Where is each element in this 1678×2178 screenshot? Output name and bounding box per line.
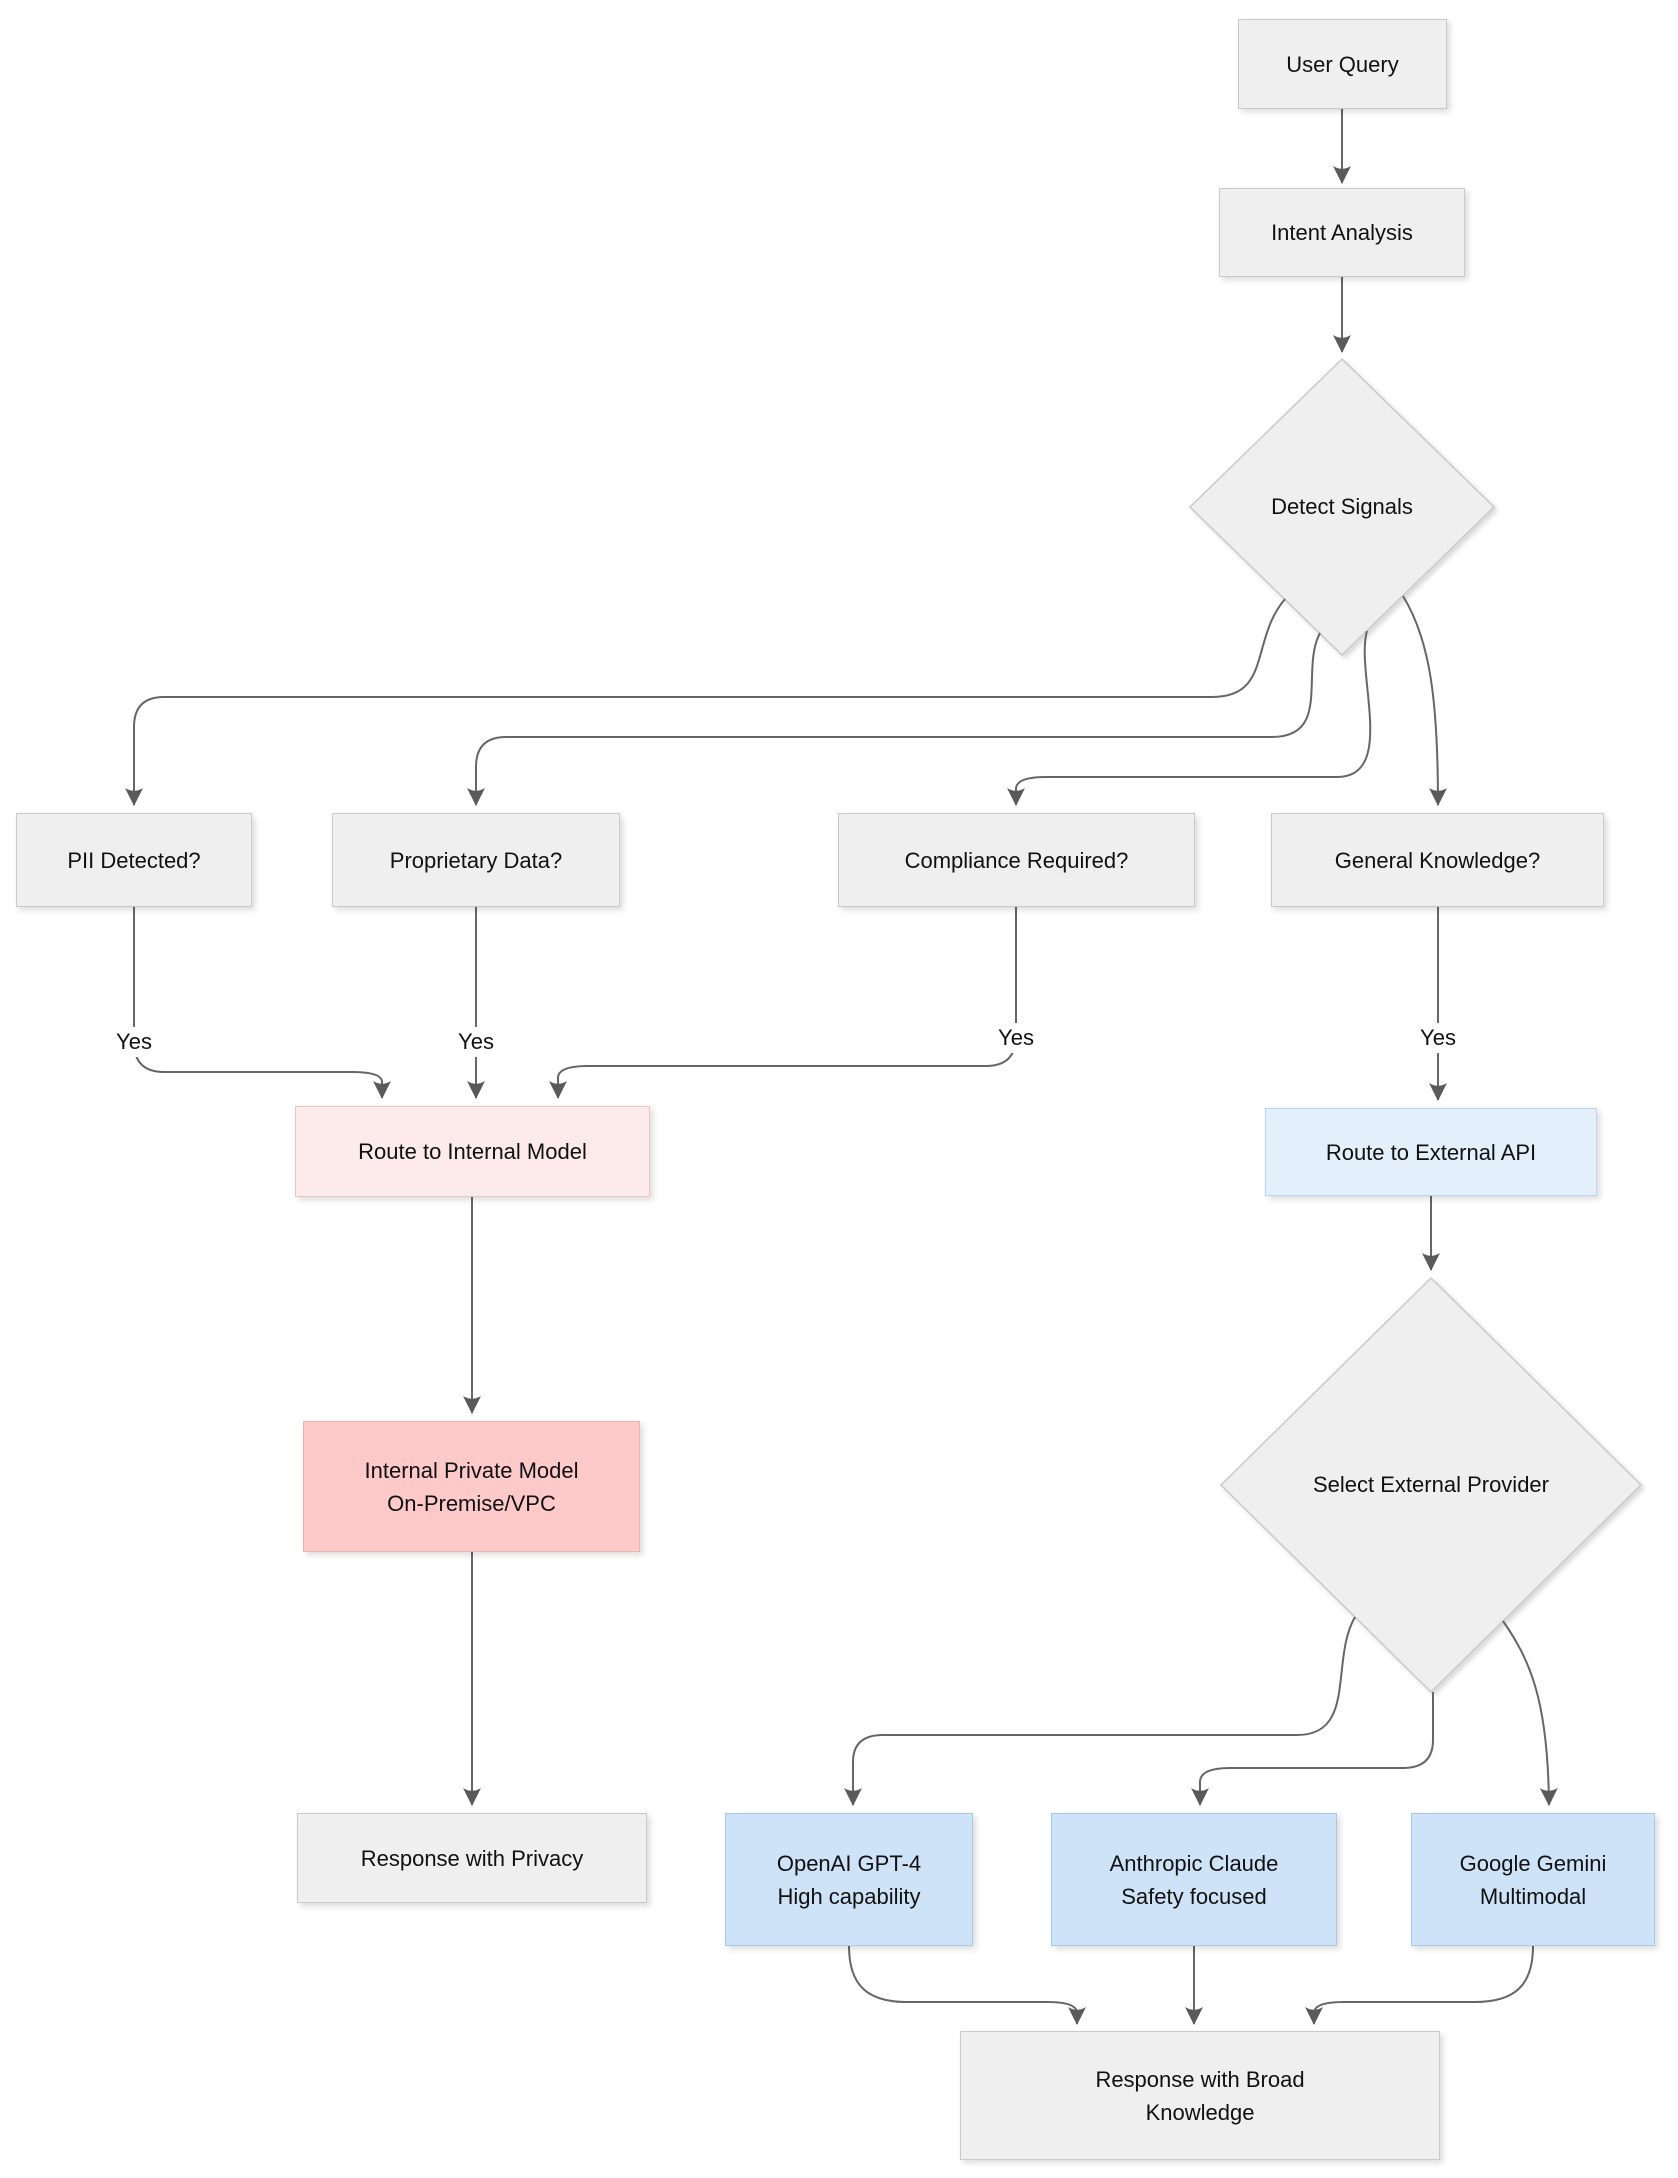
node-response-privacy-label: Response with Privacy [360,1845,584,1871]
node-anthropic-claude-line2: Safety focused [1121,1883,1267,1909]
node-compliance-required-label: Compliance Required? [904,847,1129,873]
node-response-broad-line1: Response with Broad [1095,2066,1305,2092]
edge-detect-pii [125,598,1286,806]
node-route-internal-model: Route to Internal Model [295,1106,650,1197]
node-select-provider-label: Select External Provider [1313,1472,1549,1497]
node-general-knowledge: General Knowledge? [1271,813,1604,907]
edge-selectprovider-anthropic [1191,1692,1434,1806]
node-google-gemini: Google Gemini Multimodal [1411,1813,1655,1946]
node-compliance-required: Compliance Required? [838,813,1195,907]
edge-openai-responsebroad [848,1945,1086,2025]
edge-compliance-routeinternal [549,907,1017,1099]
edge-pii-routeinternal [133,907,391,1099]
node-proprietary-data: Proprietary Data? [332,813,620,907]
node-proprietary-data-label: Proprietary Data? [389,847,563,873]
node-user-query: User Query [1238,19,1447,109]
node-google-gemini-line2: Multimodal [1479,1883,1587,1909]
edge-label-yes-general: Yes [1412,1023,1464,1053]
edge-selectprovider-openai [844,1616,1356,1806]
node-internal-private-model-line2: On-Premise/VPC [387,1490,556,1516]
node-internal-private-model: Internal Private Model On-Premise/VPC [303,1421,640,1552]
node-response-broad-line2: Knowledge [1145,2099,1255,2125]
node-pii-detected-label: PII Detected? [67,847,201,873]
node-route-external-api-label: Route to External API [1325,1139,1537,1165]
edge-label-yes-compliance: Yes [990,1023,1042,1053]
edge-detect-compliance [1007,630,1372,806]
detect-signals-diamond [1188,357,1496,657]
node-detect-signals-label: Detect Signals [1271,494,1413,519]
edge-label-yes-pii: Yes [108,1027,160,1057]
edge-label-yes-proprietary: Yes [450,1027,502,1057]
node-intent-analysis: Intent Analysis [1219,188,1465,277]
node-pii-detected: PII Detected? [16,813,252,907]
node-response-broad: Response with Broad Knowledge [960,2031,1440,2160]
node-user-query-label: User Query [1286,51,1399,77]
node-openai-gpt4-line1: OpenAI GPT-4 [776,1850,922,1876]
node-anthropic-claude-line1: Anthropic Claude [1109,1850,1279,1876]
node-openai-gpt4-line2: High capability [777,1883,921,1909]
select-provider-diamond [1219,1276,1643,1694]
edge-google-responsebroad [1305,1945,1534,2025]
edge-detect-general [1402,595,1447,806]
node-google-gemini-line1: Google Gemini [1459,1850,1607,1876]
node-internal-private-model-line1: Internal Private Model [364,1457,579,1483]
edge-detect-proprietary [467,632,1321,806]
node-openai-gpt4: OpenAI GPT-4 High capability [725,1813,973,1946]
node-route-external-api: Route to External API [1265,1108,1597,1196]
node-general-knowledge-label: General Knowledge? [1334,847,1541,873]
edge-selectprovider-google [1502,1620,1558,1806]
node-anthropic-claude: Anthropic Claude Safety focused [1051,1813,1337,1946]
node-response-privacy: Response with Privacy [297,1813,647,1903]
node-route-internal-model-label: Route to Internal Model [358,1139,587,1164]
node-intent-analysis-label: Intent Analysis [1271,220,1413,245]
